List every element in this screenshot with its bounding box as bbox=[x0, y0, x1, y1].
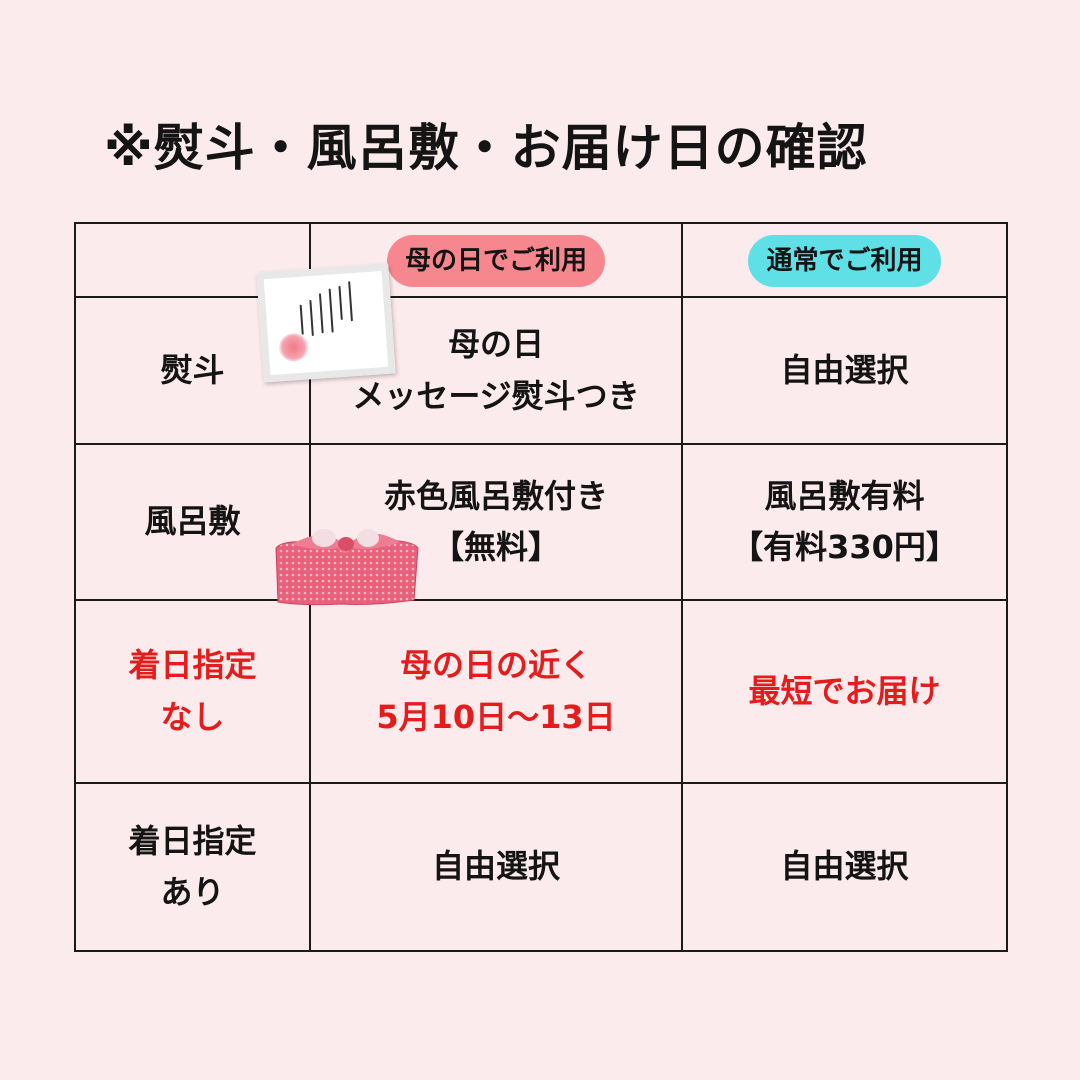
header-row: 母の日でご利用 通常でご利用 bbox=[74, 222, 1008, 298]
table-row-with-date: 着日指定 あり 自由選択 自由選択 bbox=[74, 782, 1008, 952]
table-row-noshi: 熨斗 母の日 メッセージ熨斗つき 自由選択 bbox=[74, 296, 1008, 445]
comparison-table: 母の日でご利用 通常でご利用 熨斗 母の日 メッセージ熨斗つき 自由選択 風呂敷… bbox=[74, 222, 1008, 952]
cell-no-date-normal: 最短でお届け bbox=[681, 599, 1008, 784]
cell-furoshiki-normal: 風呂敷有料 【有料330円】 bbox=[681, 443, 1008, 601]
mothers-day-badge: 母の日でご利用 bbox=[386, 234, 605, 288]
table-row-furoshiki: 風呂敷 赤色風呂敷付き 【無料】 風呂敷有料 【有料330円】 bbox=[74, 443, 1008, 601]
furoshiki-wrap-icon bbox=[275, 529, 419, 606]
header-cell-normal: 通常でご利用 bbox=[681, 222, 1008, 298]
row-label-furoshiki: 風呂敷 bbox=[74, 443, 311, 601]
table-row-no-date: 着日指定 なし 母の日の近く 5月10日～13日 最短でお届け bbox=[74, 599, 1008, 784]
cell-with-date-mothers-day: 自由選択 bbox=[309, 782, 683, 952]
row-label-with-date: 着日指定 あり bbox=[74, 782, 311, 952]
flower-stamp-icon bbox=[277, 332, 310, 363]
cell-with-date-normal: 自由選択 bbox=[681, 782, 1008, 952]
cell-noshi-normal: 自由選択 bbox=[681, 296, 1008, 445]
cell-no-date-mothers-day: 母の日の近く 5月10日～13日 bbox=[309, 599, 683, 784]
page-title: ※熨斗・風呂敷・お届け日の確認 bbox=[104, 119, 868, 177]
noshi-paper-icon bbox=[256, 263, 396, 383]
cell-furoshiki-mothers-day: 赤色風呂敷付き 【無料】 bbox=[309, 443, 683, 601]
normal-use-badge: 通常でご利用 bbox=[748, 234, 941, 288]
row-label-no-date: 着日指定 なし bbox=[74, 599, 311, 784]
